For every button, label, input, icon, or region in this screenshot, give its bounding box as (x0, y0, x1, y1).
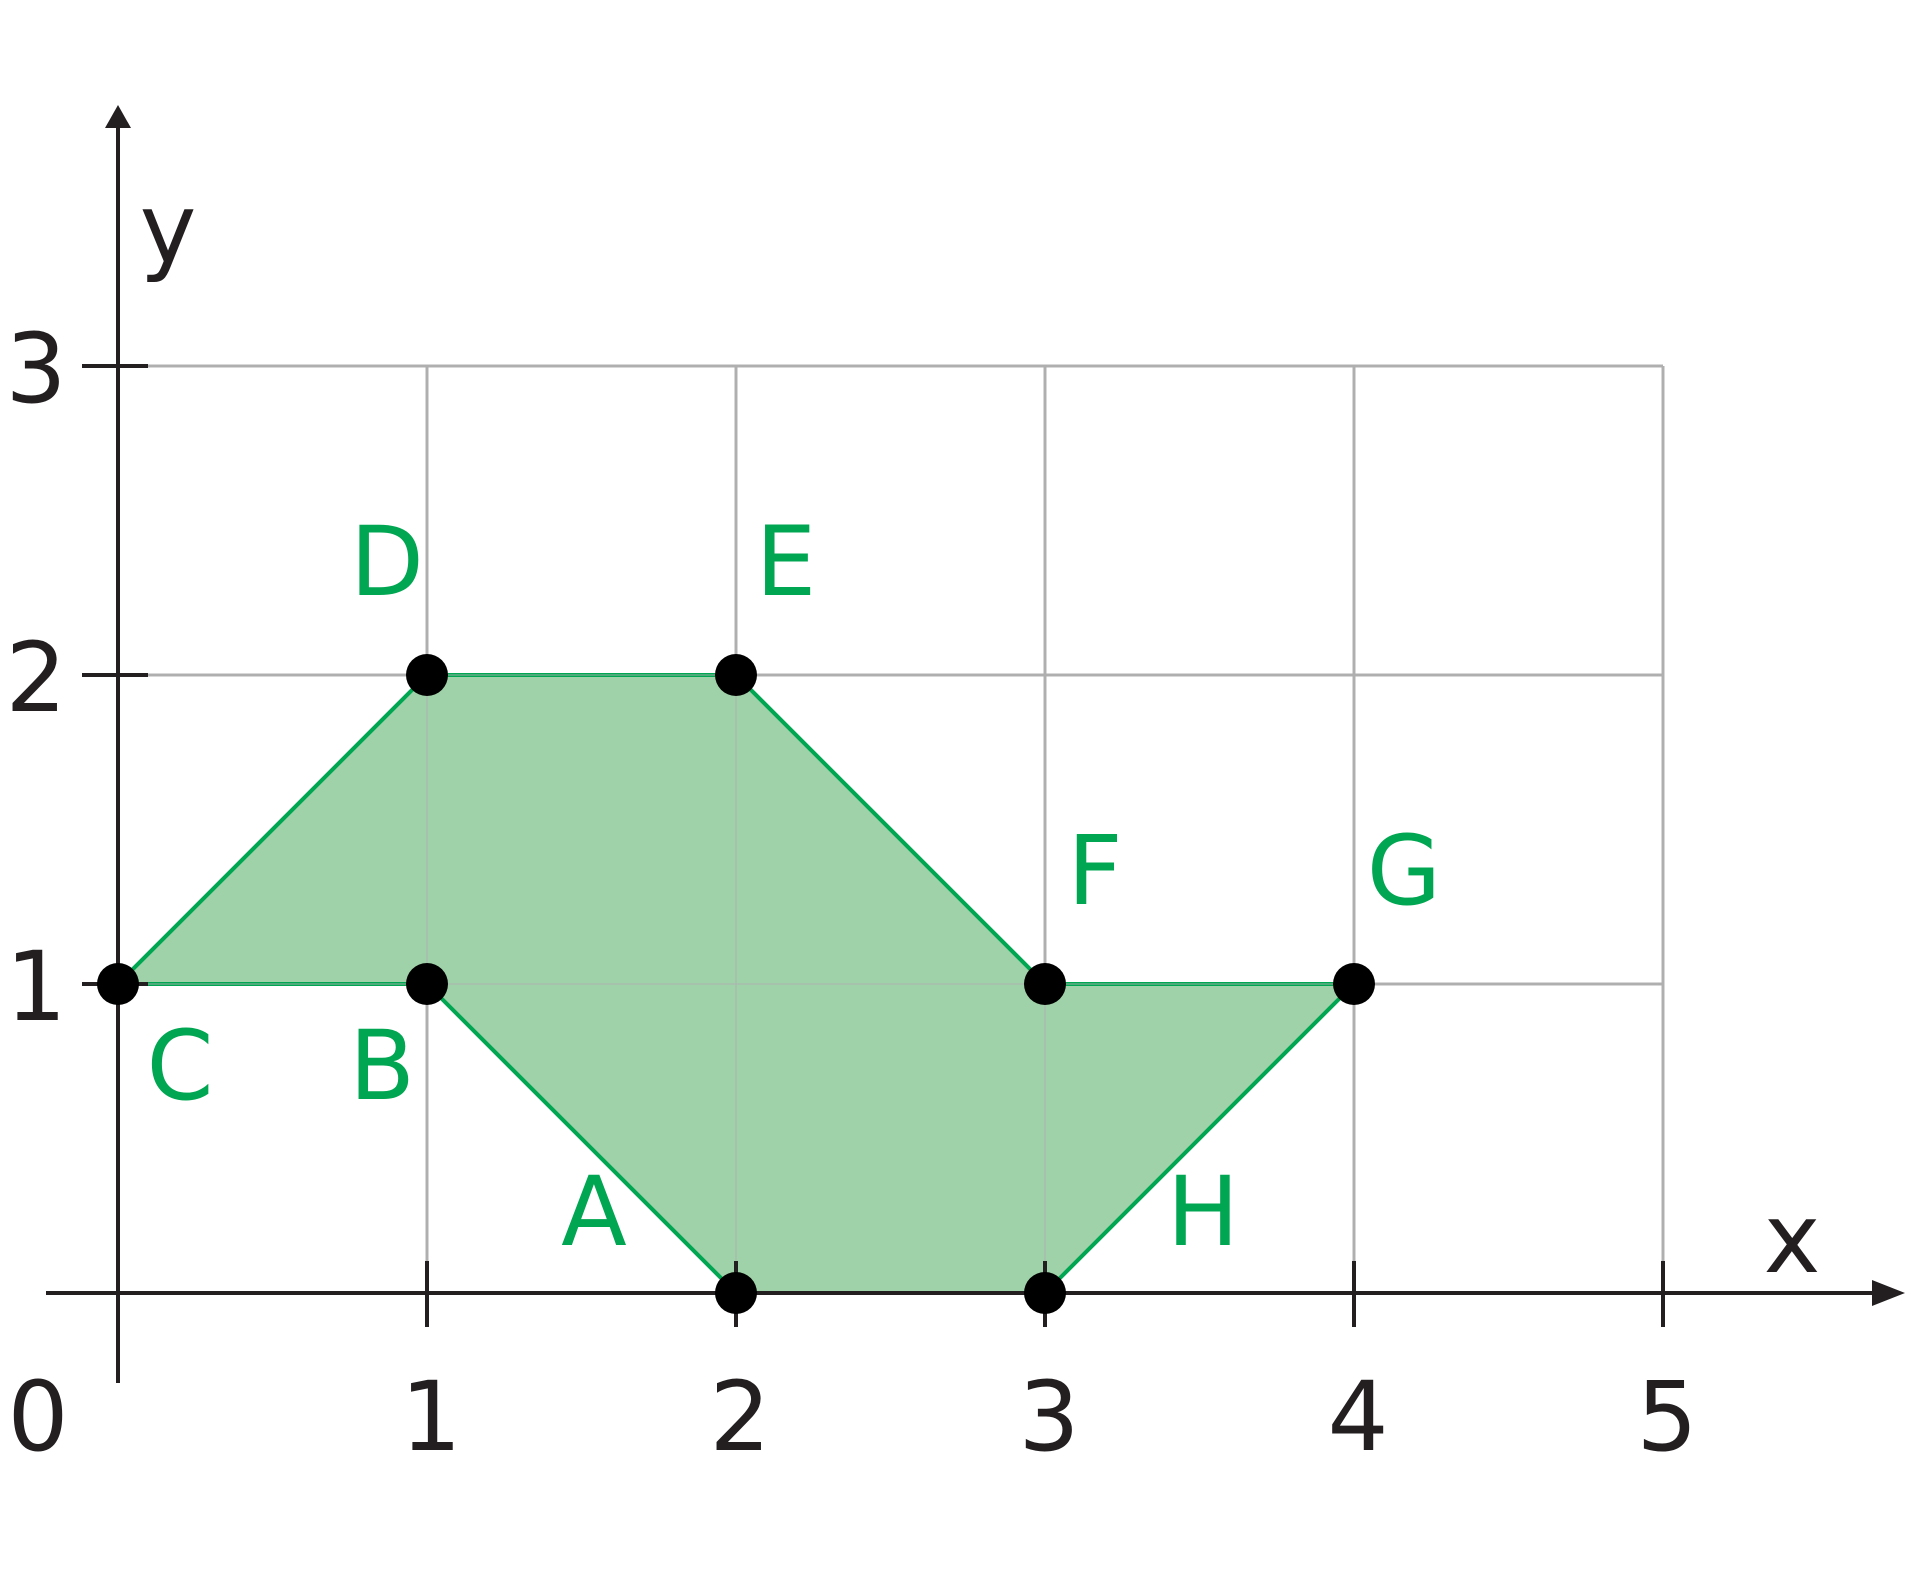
x-axis-label: x (1764, 1183, 1821, 1295)
y-tick-label: 2 (5, 622, 66, 734)
origin-label: 0 (7, 1361, 68, 1473)
y-axis-arrow-icon (105, 105, 131, 128)
y-tick-label: 1 (5, 931, 66, 1043)
point-h (1024, 1272, 1066, 1314)
point-label-h: H (1167, 1156, 1239, 1268)
y-tick-label: 3 (5, 313, 66, 425)
point-b (406, 963, 448, 1005)
point-e (715, 654, 757, 696)
point-label-d: D (350, 506, 424, 618)
y-axis-label: y (140, 173, 197, 285)
polygon-shape (113, 365, 1664, 1295)
point-f (1024, 963, 1066, 1005)
x-tick-label: 3 (1018, 1361, 1079, 1473)
x-tick-label: 2 (709, 1361, 770, 1473)
point-c (97, 963, 139, 1005)
point-label-a: A (561, 1156, 627, 1268)
point-label-g: G (1367, 815, 1441, 927)
point-label-e: E (756, 506, 817, 618)
tick-labels: 1 2 3 4 5 1 2 3 (5, 313, 1697, 1473)
point-label-c: C (146, 1010, 213, 1122)
x-axis-arrow-icon (1872, 1280, 1905, 1306)
point-d (406, 654, 448, 696)
point-label-b: B (349, 1010, 415, 1122)
x-tick-label: 5 (1636, 1361, 1697, 1473)
x-tick-label: 1 (400, 1361, 461, 1473)
point-g (1333, 963, 1375, 1005)
x-tick-label: 4 (1327, 1361, 1388, 1473)
point-label-f: F (1067, 815, 1122, 927)
points: A B C D E F G H (97, 506, 1441, 1314)
point-a (715, 1272, 757, 1314)
